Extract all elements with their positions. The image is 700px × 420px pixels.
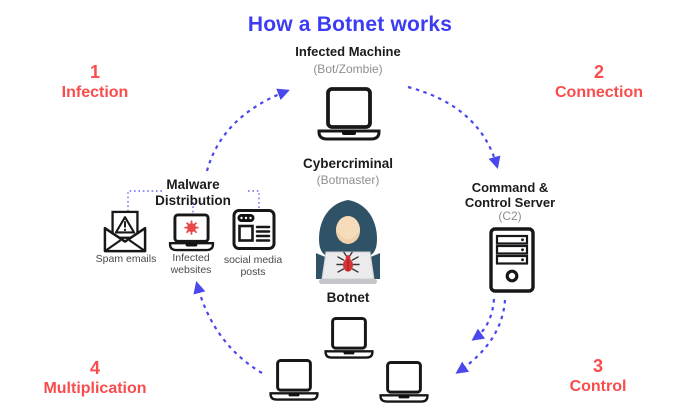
malware-distribution-title: Malware Distribution [155, 177, 231, 208]
spam-email-icon [103, 210, 147, 253]
botnet-label: Botnet [326, 290, 370, 305]
step-label: Connection [555, 84, 643, 101]
cybercriminal-subtitle: (Botmaster) [316, 173, 380, 187]
infected-machine-title: Infected Machine [295, 44, 401, 59]
connector-social [248, 190, 260, 209]
step-3-control: 3 Control [538, 356, 658, 396]
page-title: How a Botnet works [247, 13, 453, 36]
bot-laptop-right [379, 360, 429, 403]
step-number: 3 [592, 356, 603, 376]
c2-title: Command & Control Server [464, 180, 556, 210]
step-number: 1 [89, 62, 100, 82]
server-tower-icon [489, 227, 535, 293]
cybercriminal-title: Cybercriminal [302, 156, 394, 171]
step-1-infection: 1 Infection [35, 62, 155, 102]
infected-websites-caption: Infected websites [170, 252, 212, 277]
multiplication-arrow [193, 281, 263, 374]
step-label: Control [569, 378, 627, 395]
connection-arrow [407, 85, 501, 169]
infected-laptop-icon [168, 213, 215, 252]
social-media-posts-caption: social media posts [223, 254, 283, 279]
bot-laptop-top [324, 316, 374, 359]
infection-arrow [205, 88, 290, 172]
hooded-hacker-icon [316, 200, 380, 284]
step-label: Infection [61, 84, 129, 101]
c2-subtitle: (C2) [498, 209, 522, 223]
laptop-icon [317, 87, 381, 141]
control-arrow-inner [471, 298, 496, 341]
step-4-multiplication: 4 Multiplication [25, 358, 165, 398]
step-number: 4 [89, 358, 100, 378]
spam-emails-caption: Spam emails [95, 253, 157, 265]
step-2-connection: 2 Connection [539, 62, 659, 102]
infected-machine-subtitle: (Bot/Zombie) [313, 62, 383, 76]
bot-laptop-left [269, 358, 319, 401]
browser-window-icon [232, 209, 276, 250]
step-label: Multiplication [43, 380, 147, 397]
step-number: 2 [593, 62, 604, 82]
control-arrow-outer [455, 299, 507, 374]
